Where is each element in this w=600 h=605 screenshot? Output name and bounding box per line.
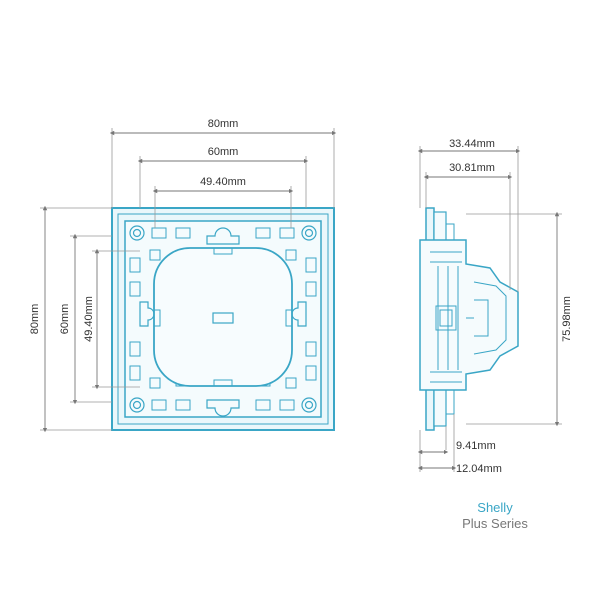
brand-block: Shelly Plus Series (440, 500, 550, 532)
device-bottom-clip (213, 379, 233, 387)
dim-width-mid: 60mm (208, 146, 239, 158)
side-device-body (419, 239, 519, 391)
dim-width-outer: 80mm (208, 118, 239, 130)
dim-plate-outer: 12.04mm (456, 463, 502, 475)
dim-depth-body: 30.81mm (449, 162, 495, 174)
device-top-clip (213, 247, 233, 255)
dim-width-inner: 49.40mm (200, 176, 246, 188)
device-right-clip (285, 309, 293, 327)
front-dimension-lines (42, 130, 337, 433)
dim-depth-total: 33.44mm (449, 138, 495, 150)
device-left-clip (153, 309, 161, 327)
front-view: 80mm 60mm 49.40mm 80mm 60mm 49.40mm (29, 117, 337, 433)
dim-height-inner: 49.40mm (83, 296, 95, 342)
brand-series: Plus Series (462, 516, 528, 531)
outer-frame-inner-edge (117, 213, 329, 425)
brand-name: Shelly (477, 500, 513, 515)
side-dimension-lines (417, 148, 560, 471)
dim-plate-inner: 9.41mm (456, 440, 496, 452)
side-view: 33.44mm 30.81mm 75.98mm 9.41mm 12.04mm (417, 137, 573, 475)
dim-height-outer: 80mm (29, 304, 41, 335)
corner-screws (129, 225, 317, 413)
side-device-details (430, 251, 507, 383)
device-led (212, 312, 234, 324)
dim-height-mid: 60mm (59, 304, 71, 335)
device-body (153, 247, 293, 387)
dim-side-height: 75.98mm (561, 296, 573, 342)
